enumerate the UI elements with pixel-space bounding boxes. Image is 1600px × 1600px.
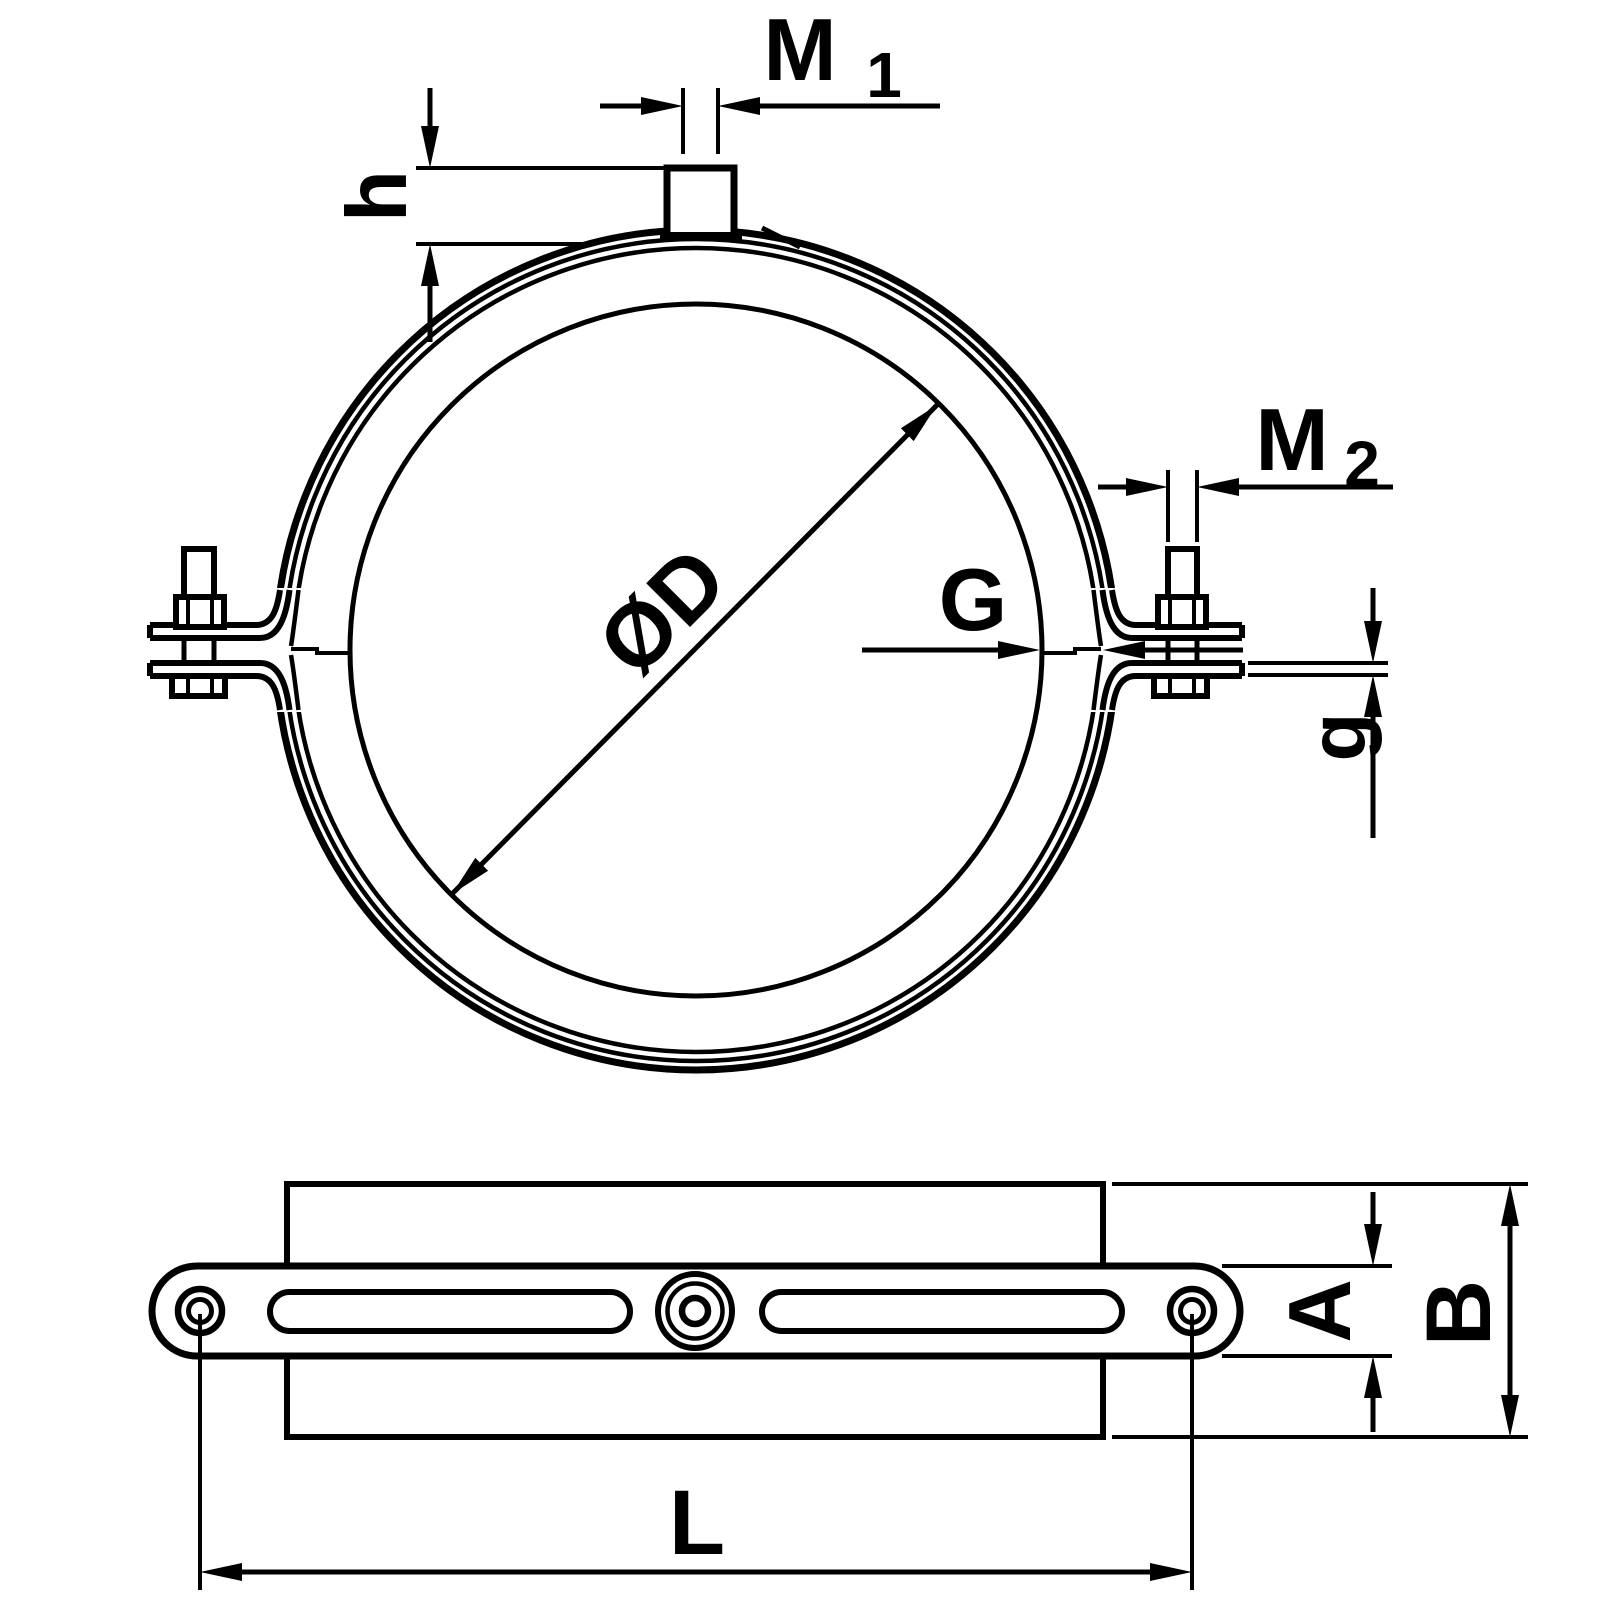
dim-label-m1-sub: 1 bbox=[866, 39, 902, 111]
boss-middle bbox=[665, 1281, 725, 1341]
arrowhead bbox=[1501, 1184, 1519, 1226]
arrowhead bbox=[1364, 1356, 1382, 1398]
bore-circle bbox=[347, 301, 1045, 999]
arrowhead bbox=[1364, 1224, 1382, 1266]
dim-label-A: A bbox=[1270, 1279, 1369, 1343]
arrowhead bbox=[1364, 675, 1382, 717]
front-view: ØD G h M 1 bbox=[95, 0, 1393, 1074]
dim-strap-width: A bbox=[1222, 1192, 1392, 1432]
dim-label-diameter: ØD bbox=[580, 529, 746, 695]
right-upper-plate-top bbox=[1109, 589, 1242, 628]
right-split-line bbox=[1043, 647, 1101, 655]
left-stud bbox=[181, 546, 217, 597]
dim-liner-gap: G bbox=[862, 550, 1243, 659]
right-lower-plate-top bbox=[1099, 660, 1242, 711]
left-bolt bbox=[169, 546, 228, 699]
dim-label-g: g bbox=[1293, 713, 1382, 762]
slot-right bbox=[759, 1289, 1125, 1334]
boss-outer bbox=[655, 1271, 735, 1351]
left-split-line bbox=[291, 647, 349, 655]
arrowhead bbox=[900, 405, 937, 442]
left-upper-plate-top bbox=[150, 589, 283, 628]
right-lower-nut bbox=[1151, 673, 1210, 699]
arrowhead bbox=[1126, 478, 1168, 496]
top-boss bbox=[660, 164, 742, 241]
arrowhead bbox=[1364, 621, 1382, 663]
left-lower-plate-bottom bbox=[150, 673, 283, 711]
dim-label-m2-sub: 2 bbox=[1344, 428, 1380, 500]
dim-hole-span: L bbox=[198, 1314, 1194, 1590]
dim-band-width: B bbox=[1112, 1182, 1528, 1439]
right-lower-liner-curve bbox=[1091, 654, 1104, 711]
center-boss-bottom bbox=[655, 1271, 735, 1351]
right-flange bbox=[1043, 589, 1245, 711]
left-lower-nut bbox=[169, 673, 228, 699]
right-bolt bbox=[1151, 546, 1210, 699]
arrowhead bbox=[200, 1563, 242, 1581]
left-lower-plate-top bbox=[150, 660, 293, 711]
dim-label-h: h bbox=[330, 170, 425, 222]
right-lower-plate-bottom bbox=[1109, 673, 1242, 711]
dim-m1: M 1 bbox=[600, 0, 940, 154]
right-upper-plate-bottom bbox=[1099, 589, 1242, 641]
dim-label-m1-base: M bbox=[763, 0, 836, 99]
arrowhead bbox=[421, 126, 439, 168]
side-view: A B L bbox=[148, 1181, 1528, 1590]
slot-left bbox=[267, 1289, 633, 1334]
right-upper-liner-curve bbox=[1091, 589, 1104, 647]
arrowhead bbox=[452, 857, 489, 894]
left-lower-liner-curve bbox=[288, 654, 301, 711]
arrowhead bbox=[1103, 641, 1145, 659]
arrowhead bbox=[421, 244, 439, 286]
dim-label-m2-base: M bbox=[1255, 390, 1328, 489]
arrowhead bbox=[641, 97, 683, 115]
left-upper-nut bbox=[173, 594, 227, 630]
left-upper-plate-bottom bbox=[150, 589, 293, 641]
right-upper-nut bbox=[1155, 594, 1209, 630]
boss-inner bbox=[678, 1294, 712, 1328]
band-lap-joint bbox=[760, 225, 802, 250]
dim-boss-height: h bbox=[330, 88, 665, 342]
left-upper-liner-curve bbox=[288, 589, 301, 647]
boss-body bbox=[663, 164, 738, 232]
right-stud bbox=[1165, 546, 1200, 597]
dim-label-L: L bbox=[669, 1472, 725, 1574]
dim-label-B: B bbox=[1408, 1280, 1510, 1346]
arrowhead bbox=[998, 641, 1040, 659]
diameter-line bbox=[450, 403, 939, 896]
dim-plate-thickness: g bbox=[1248, 588, 1388, 838]
arrowhead bbox=[718, 97, 760, 115]
arrowhead bbox=[1197, 478, 1239, 496]
arrowhead bbox=[1150, 1563, 1192, 1581]
dim-label-G: G bbox=[939, 550, 1007, 649]
dim-m2: M 2 bbox=[1098, 390, 1393, 542]
arrowhead bbox=[1501, 1395, 1519, 1437]
left-flange bbox=[147, 589, 349, 711]
